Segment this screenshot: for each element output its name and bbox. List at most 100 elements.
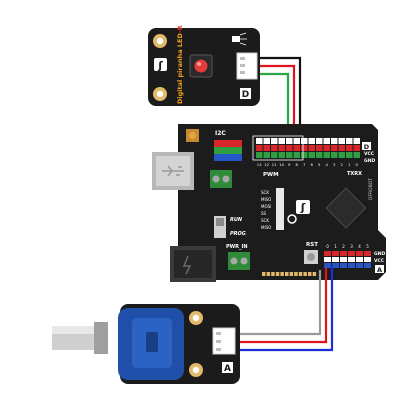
dfrobot-logo [154,58,167,71]
digital-pin-9: 4 [323,138,330,167]
pwr-in-label: PWR_IN [226,244,248,250]
wire-black [258,56,302,140]
digital-pin-label: 9 [288,162,291,167]
wire-red [258,64,296,142]
i2c-header [214,140,242,161]
svg-text:ʃ: ʃ [157,59,163,72]
vendor-text: DFROBOT [368,178,374,200]
analog-pin-label: 0 [326,244,329,249]
header-vcc-label-bottom: VCC [374,258,385,264]
bottom-pin [271,272,275,276]
analog-pin-label: 4 [358,244,361,249]
analog-pin-0: 0 [324,244,331,268]
screw-terminal-top [210,170,232,188]
analog-pin-label: 1 [334,244,337,249]
led-signal-box [240,88,251,99]
led-wires [258,56,302,144]
spi-label: MISO [261,197,271,202]
spi-labels: SCK MISO MOSI SS SCK MISO [261,190,271,230]
bottom-pin [294,272,298,276]
header-gnd-label-top: GND [364,158,375,164]
digital-pin-label: 10 [279,162,284,167]
digital-pin-4: 9 [286,138,293,167]
screw-terminal-bottom [228,252,250,270]
led-red [194,59,208,73]
digital-pin-7: 6 [308,138,315,167]
bottom-pin [275,272,280,276]
spi-label: SCK [261,190,269,195]
mcu-chip [325,187,367,229]
bottom-pin [308,272,312,276]
header-d-label: D [364,143,370,151]
bottom-pin [285,272,289,276]
digital-pin-11: 2 [338,138,345,167]
analog-pin-label: 3 [350,244,353,249]
led-module-label: Digital piranha LED-R [176,25,184,104]
digital-pin-label: 1 [348,162,351,167]
digital-pin-10: 3 [331,138,338,167]
digital-pin-6: 7 [301,138,308,167]
spi-label: SCK [261,218,269,223]
analog-pin-label: 5 [366,244,369,249]
digital-pin-label: 2 [340,162,343,167]
digital-pin-3: 10 [278,138,285,167]
analog-pin-label: 2 [342,244,345,249]
digital-pin-12: 1 [346,138,353,167]
digital-pin-label: 0 [355,162,358,167]
digital-pin-5: 8 [293,138,300,167]
prog-label: PROG [230,231,246,237]
txrx-label: TXRX [347,171,362,177]
header-a-label: A [377,266,382,274]
analog-pin-3: 3 [348,244,355,268]
header-gnd-label-bottom: GND [374,251,385,257]
analog-pin-4: 4 [356,244,363,268]
svg-text:ʃ: ʃ [300,201,306,214]
spi-label: SS [261,211,267,216]
run-label: RUN [230,217,243,223]
digital-pin-label: 6 [310,162,313,167]
pwm-label: PWM [263,172,279,178]
wire-gray [236,270,322,336]
spi-label: MOSI [261,204,271,209]
wire-blue [236,266,334,352]
digital-pin-label: 8 [295,162,298,167]
digital-pin-label: 3 [333,162,336,167]
bottom-pin [303,272,307,276]
bottom-pin [289,272,294,276]
led-signal-label: D [242,90,249,100]
digital-pin-label: 5 [318,162,321,167]
digital-pin-label: 13 [257,162,262,167]
wire-green [258,72,290,144]
digital-pin-label: 4 [325,162,328,167]
digital-pin-1: 12 [263,138,270,167]
bottom-pin [266,272,271,276]
pot-wires [236,266,334,352]
bottom-pin [312,272,317,276]
header-vcc-label-top: VCC [364,151,375,157]
digital-pin-0: 13 [256,138,263,167]
pot-module: A [52,304,240,384]
digital-pin-label: 12 [264,162,269,167]
analog-pin-2: 2 [340,244,347,268]
bottom-pin [298,272,303,276]
i2c-label: I2C [215,130,226,137]
led-module: ʃ D Digital piranha LED-R [148,25,260,106]
digital-pin-8: 5 [316,138,323,167]
spi-label: MISO [261,225,271,230]
bottom-pin-strip [262,272,317,276]
wire-red-2 [236,268,328,344]
pot-signal-label: A [224,364,231,374]
bottom-pin [280,272,284,276]
analog-pin-1: 1 [332,244,339,268]
digital-pin-2: 11 [271,138,278,167]
analog-pin-5: 5 [364,244,371,268]
digital-pin-13: 0 [353,138,360,167]
bottom-pin [262,272,266,276]
rst-label: RST [306,242,318,248]
digital-pin-label: 11 [272,162,277,167]
digital-pin-label: 7 [303,162,306,167]
